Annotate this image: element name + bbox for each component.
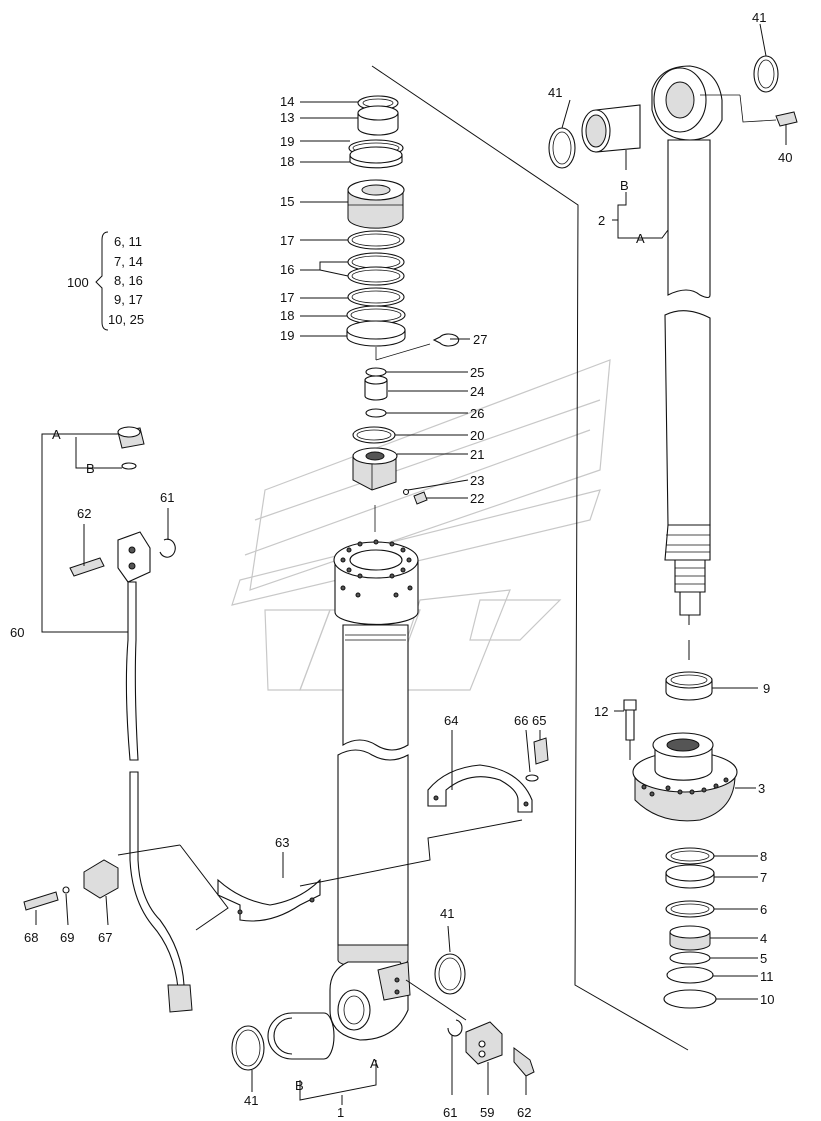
cylinder-head-and-tube <box>329 539 419 1041</box>
letter-a-pipe: A <box>52 427 61 442</box>
callout-62-bottom: 62 <box>517 1105 531 1120</box>
callout-41-top-right: 41 <box>752 10 766 25</box>
callout-5: 5 <box>760 951 767 966</box>
letter-a-bottom: A <box>370 1056 379 1071</box>
callout-19: 19 <box>280 134 294 149</box>
seal-stack <box>346 95 460 532</box>
callout-13: 13 <box>280 110 294 125</box>
leader-lines <box>35 23 787 1105</box>
callout-19-b: 19 <box>280 328 294 343</box>
letter-b-top: B <box>620 178 629 193</box>
callout-4: 4 <box>760 931 767 946</box>
letter-a-top: A <box>636 231 645 246</box>
clamp-assembly <box>217 737 549 922</box>
callout-1: 1 <box>337 1105 344 1120</box>
callout-64: 64 <box>444 713 458 728</box>
callout-25: 25 <box>470 365 484 380</box>
callout-59: 59 <box>480 1105 494 1120</box>
kit-item: 10, 25 <box>108 312 144 327</box>
callout-22: 22 <box>470 491 484 506</box>
piston-rod-assembly <box>548 55 798 1009</box>
callout-20: 20 <box>470 428 484 443</box>
callout-41-bottom: 41 <box>244 1093 258 1108</box>
callout-26: 26 <box>470 406 484 421</box>
kit-label: 100 <box>67 275 89 290</box>
bottom-bushing <box>231 953 535 1077</box>
callout-15: 15 <box>280 194 294 209</box>
callout-67: 67 <box>98 930 112 945</box>
kit-item: 9, 17 <box>114 292 143 307</box>
kit-item: 6, 11 <box>114 234 142 249</box>
callout-12: 12 <box>594 704 608 719</box>
callout-66: 66 <box>514 713 528 728</box>
callout-21: 21 <box>470 447 484 462</box>
callout-8: 8 <box>760 849 767 864</box>
kit-100-list: 100 6, 11 7, 14 8, 16 9, 17 10, 25 <box>67 234 144 327</box>
callout-3: 3 <box>758 781 765 796</box>
kit-item: 7, 14 <box>114 254 143 269</box>
callout-18-b: 18 <box>280 308 294 323</box>
callout-60: 60 <box>10 625 24 640</box>
callout-17: 17 <box>280 233 294 248</box>
kit-item: 8, 16 <box>114 273 143 288</box>
callout-65: 65 <box>532 713 546 728</box>
callout-labels: 14 13 19 18 15 17 16 17 18 19 27 25 24 2… <box>10 10 792 1120</box>
callout-40: 40 <box>778 150 792 165</box>
callout-17-b: 17 <box>280 290 294 305</box>
callout-27: 27 <box>473 332 487 347</box>
callout-14: 14 <box>280 94 294 109</box>
callout-11: 11 <box>760 969 774 984</box>
callout-9: 9 <box>763 681 770 696</box>
callout-18: 18 <box>280 154 294 169</box>
callout-2: 2 <box>598 213 605 228</box>
callout-61-bottom: 61 <box>443 1105 457 1120</box>
callout-23: 23 <box>470 473 484 488</box>
watermark-logo <box>231 359 611 691</box>
callout-41-right: 41 <box>440 906 454 921</box>
callout-69: 69 <box>60 930 74 945</box>
callout-6: 6 <box>760 902 767 917</box>
callout-61-pipe: 61 <box>160 490 174 505</box>
callout-63: 63 <box>275 835 289 850</box>
letter-b-pipe: B <box>86 461 95 476</box>
callout-7: 7 <box>760 870 767 885</box>
assembly-boundary <box>371 65 689 1051</box>
callout-16: 16 <box>280 262 294 277</box>
letter-b-bottom: B <box>295 1078 304 1093</box>
callout-41-top-left: 41 <box>548 85 562 100</box>
callout-68: 68 <box>24 930 38 945</box>
callout-24: 24 <box>470 384 484 399</box>
pipe-assembly <box>23 426 193 1013</box>
callout-10: 10 <box>760 992 774 1007</box>
callout-62-pipe: 62 <box>77 506 91 521</box>
